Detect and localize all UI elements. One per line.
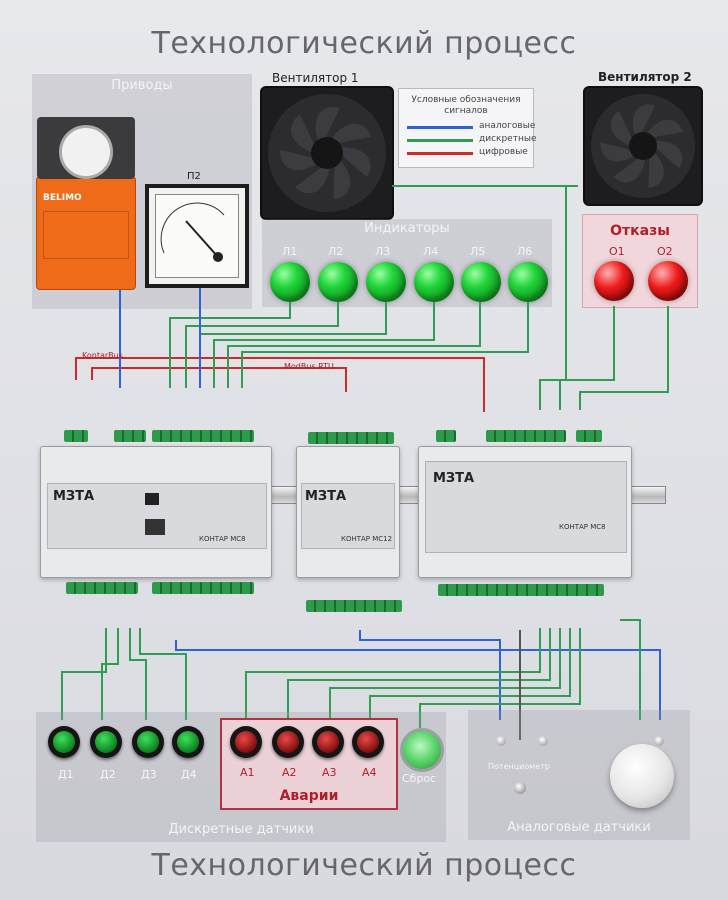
- indicator-led-3: [366, 262, 406, 302]
- controller-module-3: МЗТА КОНТАР МС8: [418, 446, 632, 578]
- alarm-label-1: А1: [240, 766, 255, 779]
- legend-title: Условные обозначения сигналов: [411, 95, 521, 116]
- drives-label: Приводы: [111, 78, 173, 93]
- module-3-top-terminals-a: [436, 430, 456, 442]
- indicator-label-4: Л4: [423, 245, 439, 258]
- legend-digital-line: [407, 152, 473, 155]
- potentiometer-knob[interactable]: [514, 782, 526, 794]
- indicator-led-1: [270, 262, 310, 302]
- fault-label-1: О1: [609, 245, 625, 258]
- legend-discrete-label: дискретные: [479, 134, 537, 144]
- controller-module-1: МЗТА КОНТАР МС8: [40, 446, 272, 578]
- top-title: Технологический процесс: [151, 26, 577, 61]
- alarm-button-2[interactable]: [272, 726, 304, 758]
- module-1-top-terminals-a: [64, 430, 88, 442]
- fan2-label: Вентилятор 2: [598, 70, 692, 84]
- indicators-label: Индикаторы: [364, 221, 450, 236]
- discrete-sensors-label: Дискретные датчики: [168, 822, 314, 837]
- alarm-button-1[interactable]: [230, 726, 262, 758]
- gauge-label: П2: [187, 171, 201, 182]
- gauge-scale: [155, 194, 239, 278]
- indicator-led-5: [461, 262, 501, 302]
- discrete-sensor-label-3: Д3: [141, 768, 157, 781]
- indicator-label-2: Л2: [328, 245, 344, 258]
- indicator-led-2: [318, 262, 358, 302]
- indicator-label-6: Л6: [517, 245, 533, 258]
- bottom-title: Технологический процесс: [151, 848, 577, 883]
- module-1-bottom-terminals-b: [152, 582, 254, 594]
- discrete-sensor-label-2: Д2: [100, 768, 116, 781]
- indicator-led-6: [508, 262, 548, 302]
- analog-sensors-label: Аналоговые датчики: [507, 820, 651, 835]
- fault-label-2: О2: [657, 245, 673, 258]
- analog-indicator-3: [654, 736, 664, 746]
- legend-digital-label: цифровые: [479, 147, 528, 157]
- damper-brand: BELIMO: [43, 193, 82, 203]
- fan1-label: Вентилятор 1: [272, 71, 359, 85]
- module-2-brand: МЗТА: [305, 489, 347, 504]
- alarm-button-4[interactable]: [352, 726, 384, 758]
- damper-actuator: BELIMO: [36, 117, 136, 290]
- indicators-panel: Индикаторы: [262, 219, 552, 307]
- alarm-button-3[interactable]: [312, 726, 344, 758]
- module-3-bottom-terminals: [438, 584, 604, 596]
- module-2-top-terminals: [308, 432, 394, 444]
- alarm-label-4: А4: [362, 766, 377, 779]
- discrete-sensor-label-4: Д4: [181, 768, 197, 781]
- fan-2-blades-icon: [600, 104, 683, 189]
- module-2-model: КОНТАР МС12: [341, 535, 393, 543]
- module-1-bottom-terminals-a: [66, 582, 138, 594]
- damper-shaft-icon: [59, 125, 113, 179]
- module-1-brand: МЗТА: [53, 489, 95, 504]
- module-3-top-terminals-b: [486, 430, 566, 442]
- fault-led-2: [648, 261, 688, 301]
- discrete-sensor-button-4[interactable]: [172, 726, 204, 758]
- faults-label: Отказы: [610, 223, 670, 239]
- alarms-label: Аварии: [279, 788, 339, 804]
- module-3-brand: МЗТА: [433, 471, 475, 486]
- controller-module-2: МЗТА КОНТАР МС12: [296, 446, 400, 578]
- indicator-label-3: Л3: [375, 245, 391, 258]
- legend-analog-label: аналоговые: [479, 121, 536, 131]
- alarm-label-3: А3: [322, 766, 337, 779]
- reset-button[interactable]: [400, 728, 444, 772]
- analog-indicator-2: [538, 736, 548, 746]
- module-1-top-terminals-b: [114, 430, 146, 442]
- indicator-label-5: Л5: [470, 245, 486, 258]
- potentiometer-label: Потенциометр: [488, 762, 550, 771]
- analog-indicator-1: [496, 736, 506, 746]
- fault-led-1: [594, 261, 634, 301]
- voltmeter-gauge: [145, 184, 249, 288]
- fan-1-blades-icon: [280, 106, 371, 200]
- light-sensor-bulb: [610, 744, 674, 808]
- kontarbus-label: KontarBus: [82, 351, 123, 360]
- discrete-sensor-label-1: Д1: [58, 768, 74, 781]
- signal-legend: Условные обозначения сигналов аналоговые…: [398, 88, 537, 168]
- module-2-bottom-terminals: [306, 600, 402, 612]
- module-3-model: КОНТАР МС8: [559, 523, 606, 531]
- indicator-led-4: [414, 262, 454, 302]
- damper-spec-plate: [43, 211, 129, 259]
- discrete-sensor-button-1[interactable]: [48, 726, 80, 758]
- module-1-top-terminals-c: [152, 430, 254, 442]
- reset-label: Сброс: [402, 772, 437, 785]
- fan-2: [583, 86, 703, 206]
- discrete-sensor-button-3[interactable]: [132, 726, 164, 758]
- legend-analog-line: [407, 126, 473, 129]
- module-3-top-terminals-c: [576, 430, 602, 442]
- alarm-label-2: А2: [282, 766, 297, 779]
- legend-discrete-line: [407, 139, 473, 142]
- rs232-port-icon: [145, 493, 159, 505]
- modbus-label: ModBus RTU: [284, 362, 334, 371]
- module-1-model: КОНТАР МС8: [199, 535, 246, 543]
- fan-1: [260, 86, 394, 220]
- ethernet-port-icon: [145, 519, 165, 535]
- indicator-label-1: Л1: [282, 245, 298, 258]
- discrete-sensor-button-2[interactable]: [90, 726, 122, 758]
